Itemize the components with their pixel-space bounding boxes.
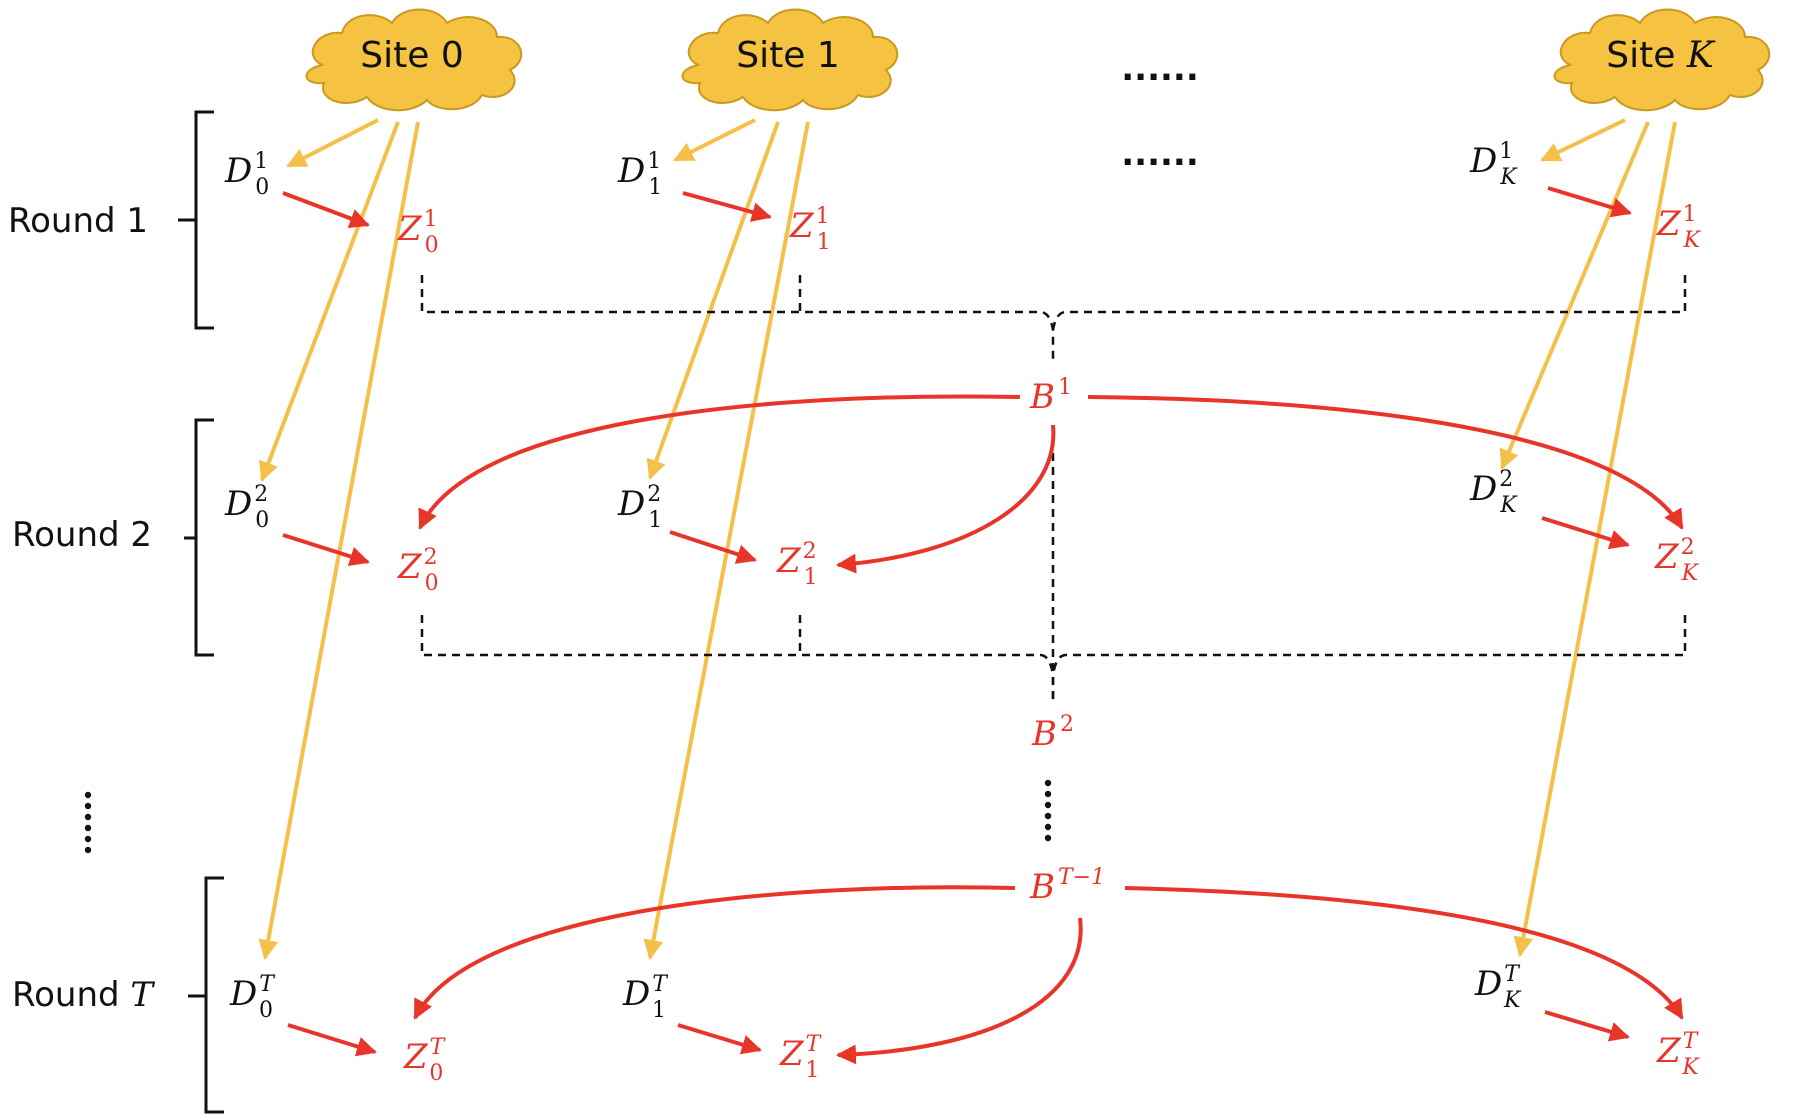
ellipsis-round1: ...... <box>1121 134 1199 174</box>
arrow-d01-z01 <box>282 191 370 229</box>
broadcast-arrows <box>413 394 1684 1065</box>
bracket-round-1 <box>194 110 214 330</box>
arrow-bt-z1t <box>836 917 1083 1065</box>
arrow-d1t-z1t <box>677 1023 762 1055</box>
arrow-site0-d0t <box>258 121 420 960</box>
arrow-dkt-zkt <box>1544 1010 1630 1042</box>
arrow-b1-z12 <box>836 424 1056 574</box>
round-label-1: Round 1 <box>8 201 148 241</box>
arrow-d11-z11 <box>682 191 772 222</box>
arrow-bt-z0t <box>413 885 1016 1020</box>
round-label-2: Round 2 <box>12 515 152 555</box>
agg-round1-left <box>420 275 1055 360</box>
local-arrows <box>282 186 1632 1057</box>
ellipsis-rounds-center <box>1044 779 1052 842</box>
agg-round2-right <box>1051 615 1687 676</box>
site-label-0: Site 0 <box>360 35 463 76</box>
arrow-site1-d12 <box>646 121 780 480</box>
ellipsis-sites: ...... <box>1121 49 1199 89</box>
round-brackets <box>178 110 224 1114</box>
arrow-d02-z02 <box>282 533 370 567</box>
arrow-dk2-zk2 <box>1541 516 1630 550</box>
data-arrows <box>258 118 1677 960</box>
agg-round1-right <box>1051 275 1687 331</box>
agg-round2-left <box>420 615 1055 700</box>
arrow-sitek-dk1 <box>1540 118 1626 162</box>
bracket-round-t <box>204 876 224 1114</box>
arrow-b1-z02 <box>418 394 1021 530</box>
arrow-d12-z12 <box>669 530 757 564</box>
arrow-site0-d02 <box>259 121 400 482</box>
arrow-site1-d11 <box>673 118 756 162</box>
arrow-d0t-z0t <box>287 1023 377 1057</box>
arrow-bt-zkt <box>1124 886 1684 1020</box>
arrow-site1-d1t <box>643 121 810 960</box>
aggregation-dashes <box>420 275 1687 700</box>
site-label-k: Site K <box>1606 35 1716 76</box>
bracket-round-2 <box>194 418 214 657</box>
ellipsis-rounds-left <box>84 791 92 854</box>
site-label-1: Site 1 <box>736 35 839 76</box>
arrow-dk1-zk1 <box>1547 186 1632 218</box>
site-cloud-0: Site 0 <box>305 8 523 112</box>
arrow-sitek-dk2 <box>1499 121 1650 470</box>
arrow-sitek-dkt <box>1513 121 1677 957</box>
site-cloud-k: Site K <box>1553 8 1771 112</box>
arrow-site0-d01 <box>286 118 379 168</box>
site-cloud-1: Site 1 <box>681 8 899 112</box>
round-label-t: Round T <box>12 975 155 1015</box>
arrow-b1-zk2 <box>1087 395 1684 530</box>
